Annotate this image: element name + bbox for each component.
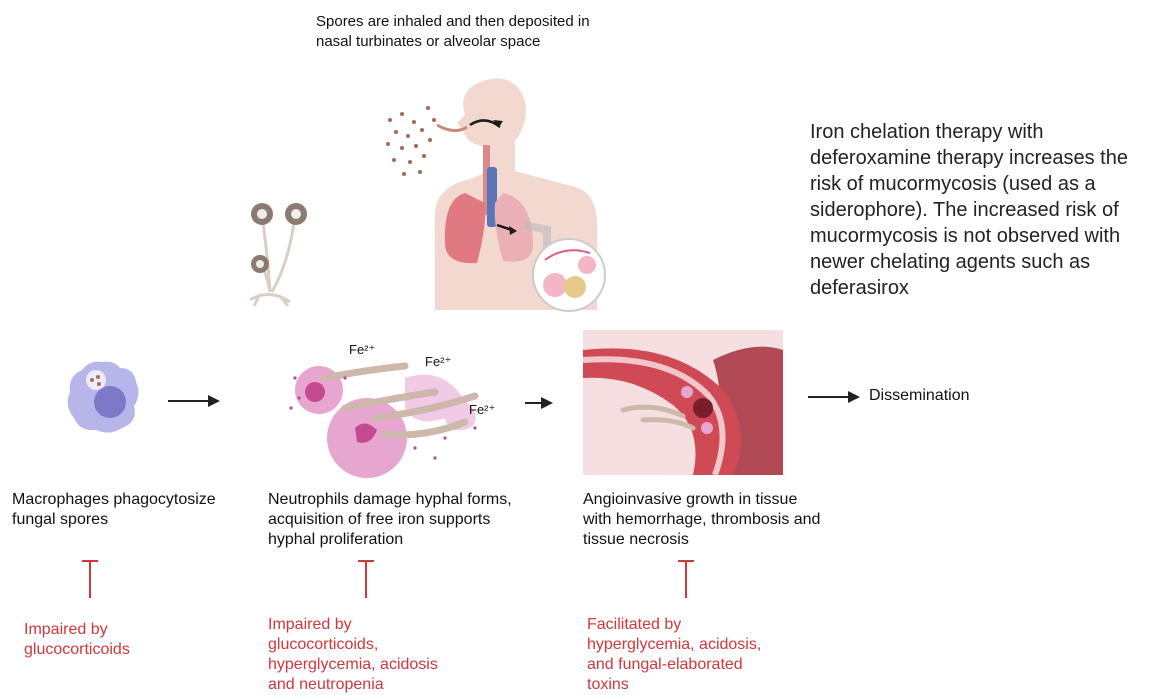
macrophage-illustration [62,358,142,436]
stage-1-modifier: Impaired by glucocorticoids [24,620,224,660]
stage-3-modifier: Facilitated by hyperglycemia, acidosis, … [587,615,807,695]
arrow-macrophage-to-neutrophil [168,394,220,408]
inhibition-bar-2 [356,560,376,600]
stage-2-modifier: Impaired by glucocorticoids, hyperglycem… [268,615,488,695]
arrow-neutrophil-to-tissue [525,396,553,410]
angioinvasion-illustration [583,330,783,475]
spores-caption: Spores are inhaled and then deposited in… [316,12,676,52]
iron-ion-label-2: Fe²⁺ [425,354,451,369]
inhibition-bar-1 [80,560,100,600]
inhibition-bar-3 [676,560,696,600]
iron-ion-label-1: Fe²⁺ [349,342,375,357]
stage-3-caption: Angioinvasive growth in tissue with hemo… [583,490,853,550]
neutrophil-hyphae-illustration: Fe²⁺ Fe²⁺ Fe²⁺ [285,338,515,478]
stage-2-caption: Neutrophils damage hyphal forms, acquisi… [268,490,528,550]
dissemination-label: Dissemination [869,387,969,405]
fungus-sporangia-illustration [240,200,320,310]
inhaled-spores-dots [380,100,450,190]
iron-chelation-note: Iron chelation therapy with deferoxamine… [810,119,1162,301]
iron-ion-label-3: Fe²⁺ [469,402,495,417]
stage-1-caption: Macrophages phagocytosize fungal spores [12,490,252,530]
arrow-to-dissemination [808,390,860,404]
